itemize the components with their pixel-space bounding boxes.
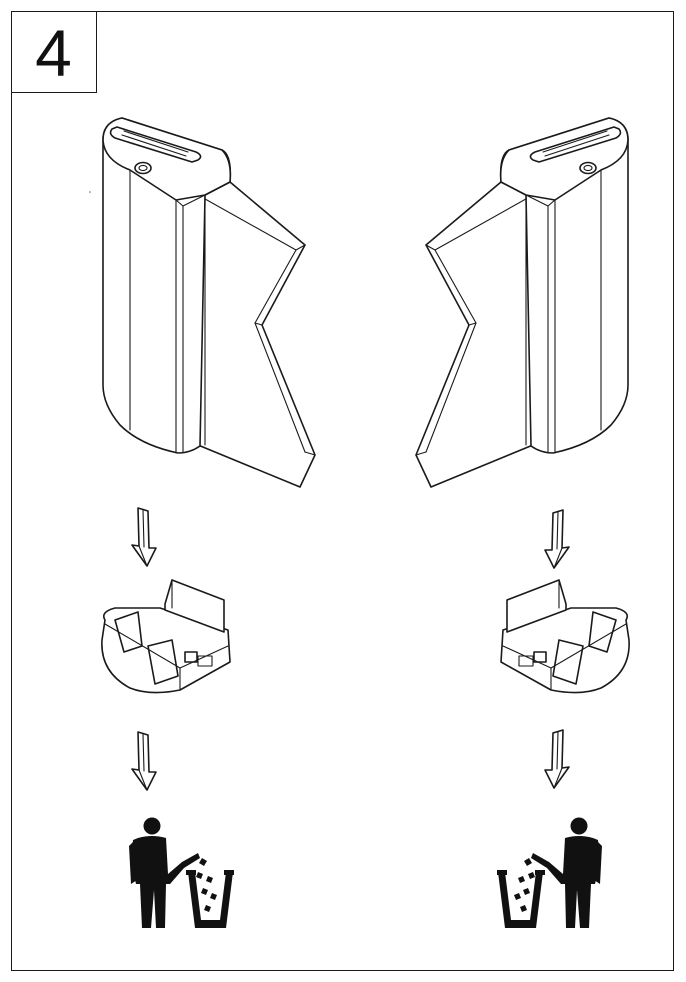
card-holder-housing-icon [415, 117, 629, 488]
down-arrow-icon [131, 731, 157, 791]
down-arrow-icon [544, 729, 570, 789]
down-arrow-icon [131, 507, 157, 567]
step-number: 4 [35, 15, 72, 90]
step-number-box: 4 [11, 11, 97, 93]
end-cap-icon [101, 579, 231, 694]
dispose-in-trash-icon [497, 817, 602, 928]
dispose-in-trash-icon [129, 817, 234, 928]
end-cap-icon [500, 579, 630, 694]
down-arrow-icon [544, 509, 570, 569]
card-holder-housing-icon [102, 117, 316, 488]
